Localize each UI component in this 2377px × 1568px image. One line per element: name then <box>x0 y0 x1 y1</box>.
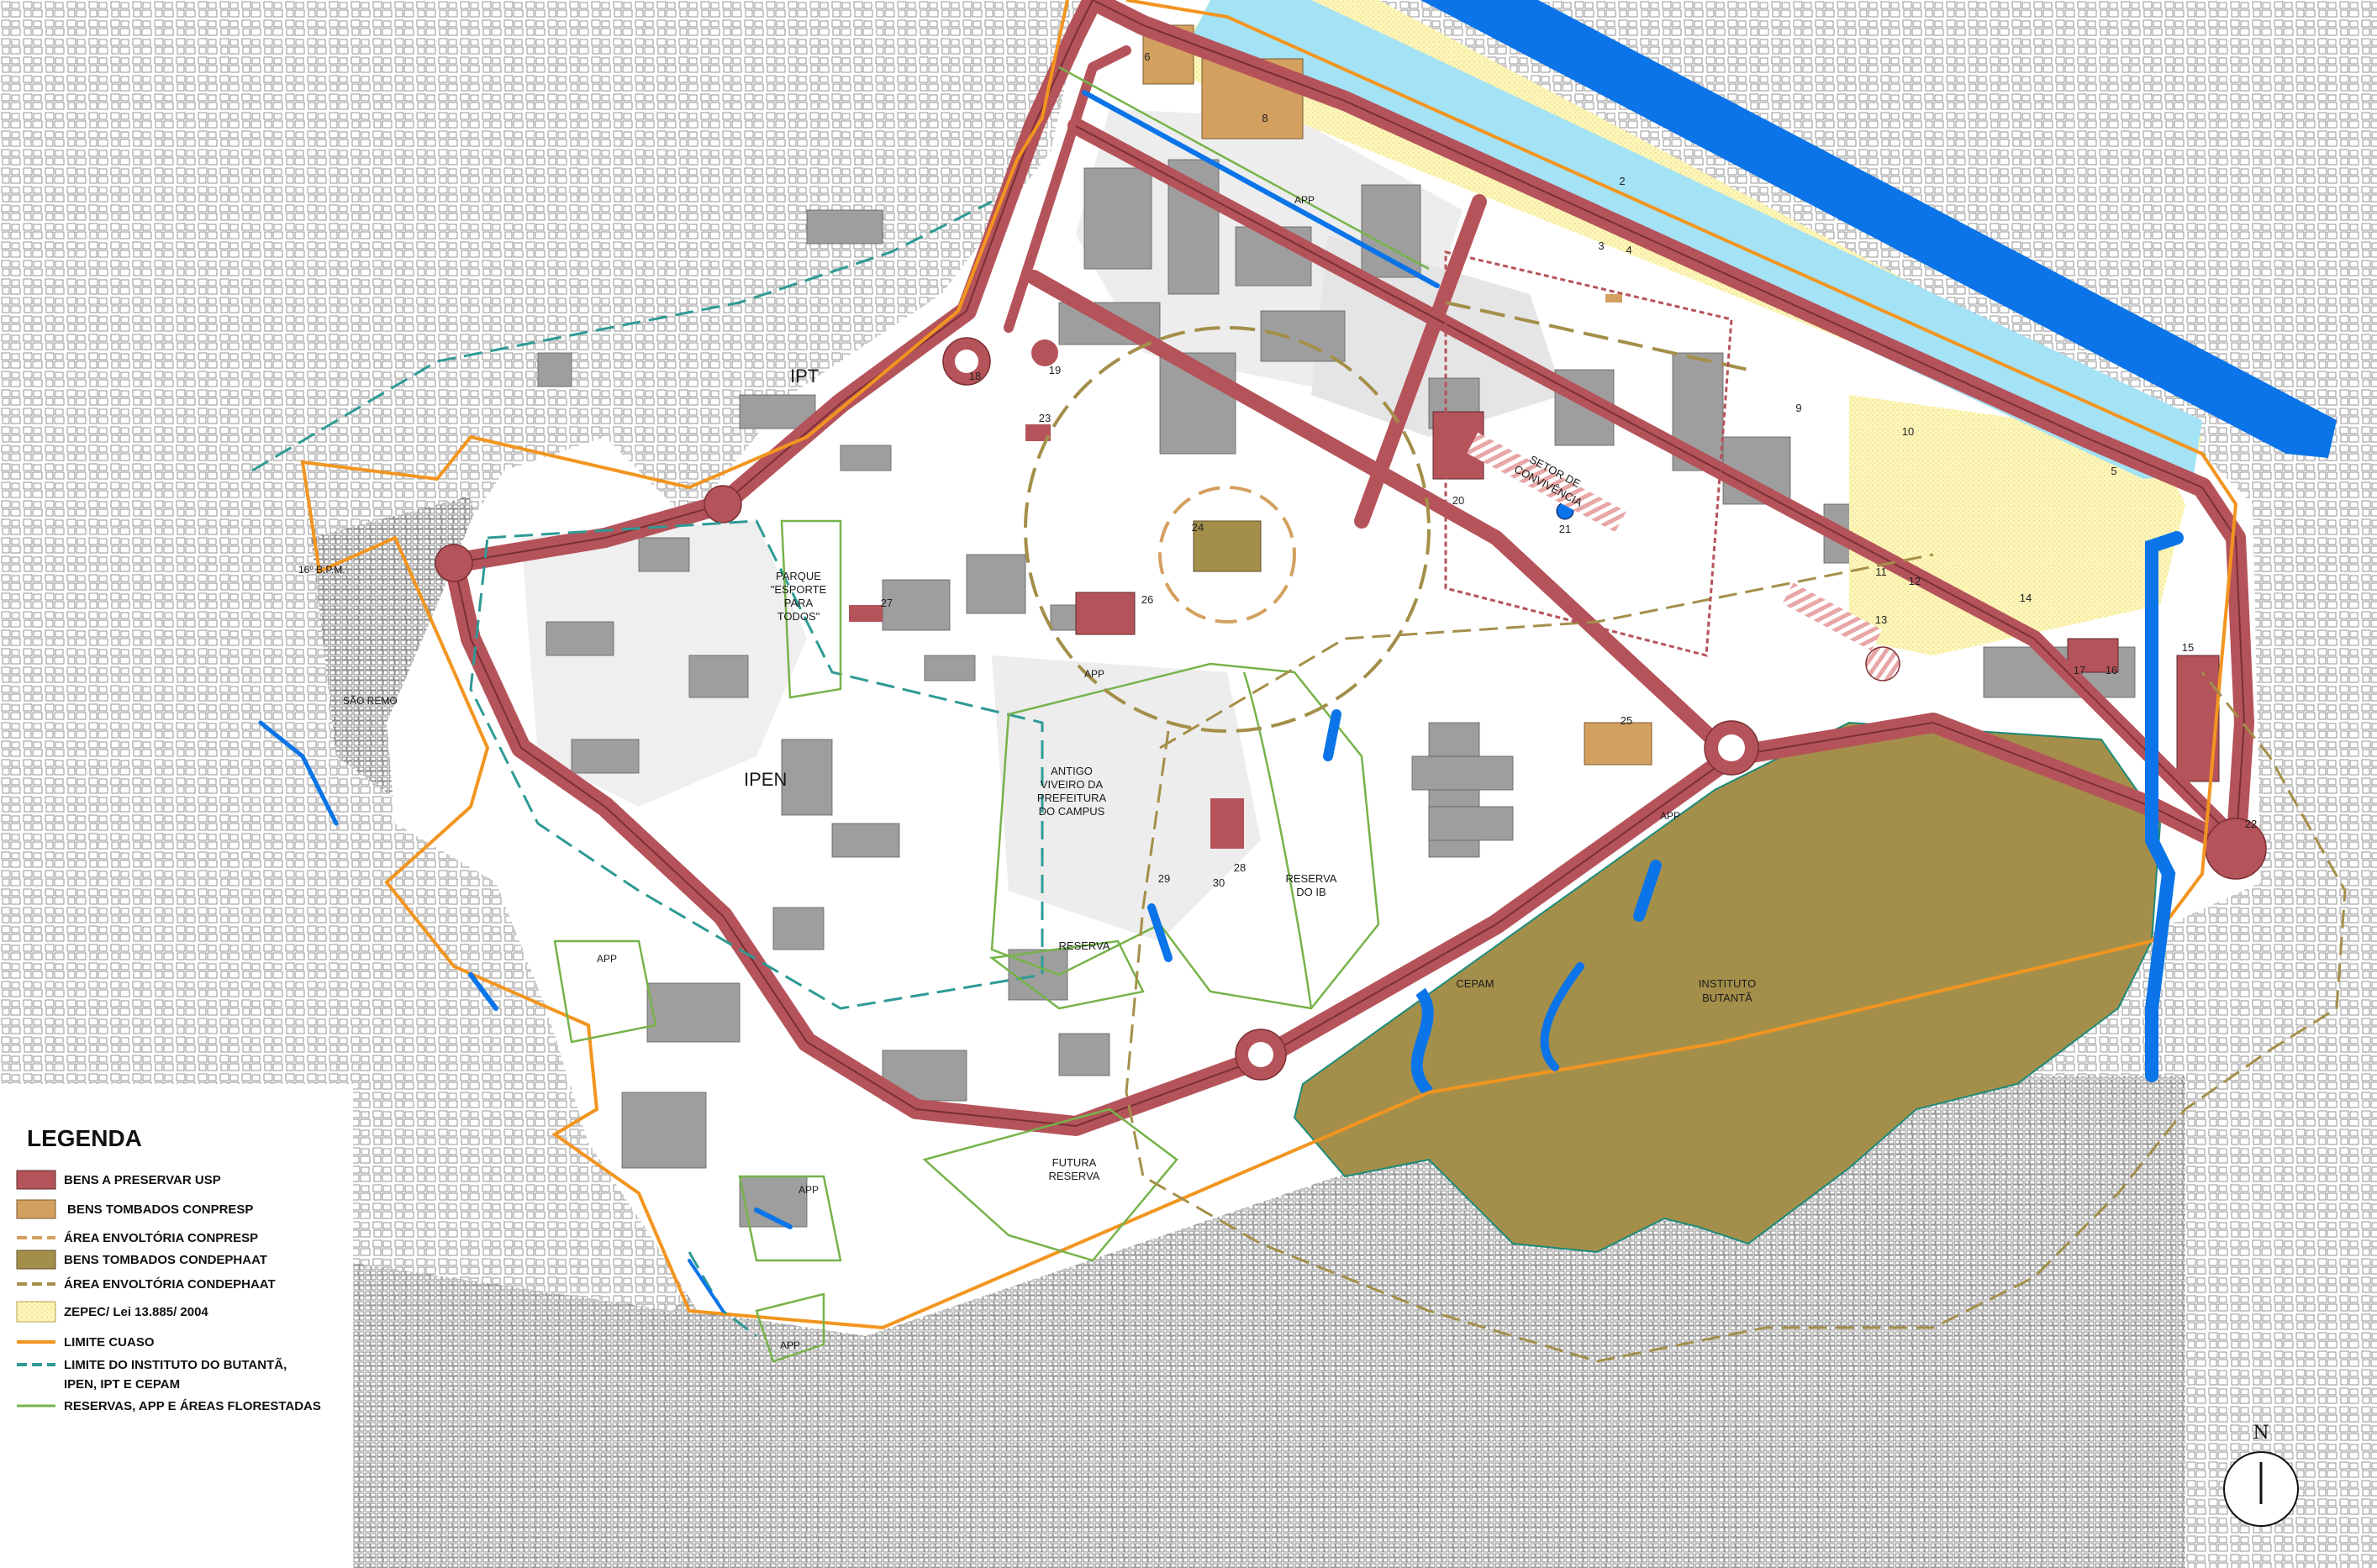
site-8: 8 <box>1262 112 1268 124</box>
legend-item-usp: BENS A PRESERVAR USP <box>64 1173 221 1187</box>
legend-item-condephaat: BENS TOMBADOS CONDEPHAAT <box>64 1253 267 1267</box>
area-envoltoria-conpresp <box>1158 486 1296 624</box>
legend-item-envoltoria-conpresp: ÁREA ENVOLTÓRIA CONPRESP <box>64 1230 258 1245</box>
site-12: 12 <box>1909 575 1921 587</box>
site-16: 16 <box>2106 664 2117 676</box>
legend-item-conpresp: BENS TOMBADOS CONPRESP <box>67 1202 253 1217</box>
viveiro-label-1: ANTIGO <box>1051 765 1093 777</box>
app-label-2: APP <box>1084 668 1104 680</box>
site-23: 23 <box>1039 412 1051 424</box>
parque-label-2: "ESPORTE <box>771 583 827 596</box>
site-15: 15 <box>2182 641 2194 654</box>
place-labels: IPT IPEN 16º B.P.M. SÃO REMO PARQUE "ESP… <box>298 194 1680 1351</box>
futura-reserva-label-2: RESERVA <box>1049 1170 1100 1182</box>
viveiro-label-2: VIVEIRO DA <box>1041 778 1104 791</box>
app-label-6: APP <box>1660 810 1680 822</box>
instituto-butanta-label-1: INSTITUTO <box>1699 977 1756 990</box>
site-22: 22 <box>2245 818 2257 830</box>
site-21: 21 <box>1559 523 1571 535</box>
site-28: 28 <box>1234 861 1246 874</box>
area-envoltoria-condephaat-long <box>1125 553 2347 1363</box>
site-25: 25 <box>1621 714 1632 727</box>
roundabout-islands <box>955 350 1745 1067</box>
legend-title: LEGENDA <box>27 1125 142 1151</box>
site-14: 14 <box>2020 592 2032 604</box>
reserva-ib-label-2: DO IB <box>1296 886 1326 898</box>
bpm-label: 16º B.P.M. <box>298 564 345 576</box>
site-2: 2 <box>1619 175 1625 187</box>
futura-reserva-label-1: FUTURA <box>1052 1156 1097 1169</box>
legend: LEGENDA BENS A PRESERVAR USP BENS TOMBAD… <box>0 1084 353 1568</box>
legend-item-institutos-2: IPEN, IPT E CEPAM <box>64 1377 180 1392</box>
reserva-label: RESERVA <box>1059 939 1110 952</box>
campus-buildings <box>537 159 2136 1228</box>
site-19: 19 <box>1049 364 1061 376</box>
legend-swatch-zepec <box>16 1301 56 1323</box>
water-features <box>258 90 2184 1313</box>
legend-swatch-usp <box>16 1170 56 1190</box>
site-29: 29 <box>1158 872 1170 885</box>
cepam-label: CEPAM <box>1456 977 1494 990</box>
road-center-lines <box>452 0 2246 1128</box>
site-11: 11 <box>1875 566 1887 578</box>
legend-item-cuaso: LIMITE CUASO <box>64 1335 155 1350</box>
site-9: 9 <box>1795 402 1801 414</box>
viveiro-label-4: DO CAMPUS <box>1039 805 1105 818</box>
legend-swatch-conpresp <box>16 1199 56 1219</box>
ipt-label: IPT <box>790 366 819 387</box>
app-label-4: APP <box>798 1184 819 1196</box>
roundabouts <box>435 337 2267 1081</box>
legend-swatch-condephaat <box>16 1250 56 1270</box>
site-6: 6 <box>1144 50 1150 63</box>
site-30: 30 <box>1213 876 1225 889</box>
site-13: 13 <box>1875 613 1887 626</box>
area-envoltoria-condephaat <box>1024 301 1749 733</box>
app-label-1: APP <box>1294 194 1315 206</box>
north-label: N <box>2253 1423 2269 1444</box>
site-numbers: 2 3 4 5 6 8 9 10 11 12 13 14 15 16 17 18… <box>881 50 2257 889</box>
reserva-ib-label-1: RESERVA <box>1286 872 1337 885</box>
site-20: 20 <box>1452 494 1464 507</box>
app-label-3: APP <box>597 953 617 965</box>
viveiro-label-3: PREFEITURA <box>1037 792 1107 804</box>
parque-label-4: TODOS" <box>777 610 820 623</box>
app-label-5: APP <box>780 1339 800 1351</box>
setor-convivencia-outline <box>1444 250 1733 657</box>
site-4: 4 <box>1626 244 1631 256</box>
site-3: 3 <box>1598 239 1604 252</box>
instituto-butanta-label-2: BUTANTÃ <box>1702 992 1752 1004</box>
parque-label-3: PARA <box>784 597 814 609</box>
legend-item-reservas: RESERVAS, APP E ÁREAS FLORESTADAS <box>64 1399 321 1413</box>
site-17: 17 <box>2074 664 2085 676</box>
legend-item-envoltoria-condephaat: ÁREA ENVOLTÓRIA CONDEPHAAT <box>64 1276 276 1292</box>
site-24: 24 <box>1192 521 1204 534</box>
instituto-butanta-area: INSTITUTO BUTANTÃ <box>1293 721 2162 1254</box>
site-26: 26 <box>1141 593 1153 606</box>
site-18: 18 <box>969 370 981 382</box>
sao-remo-label: SÃO REMO <box>343 695 398 707</box>
north-arrow: N <box>2223 1423 2299 1527</box>
site-5: 5 <box>2111 465 2116 477</box>
reservas-app <box>553 66 1430 1363</box>
ipen-label: IPEN <box>744 769 787 790</box>
site-10: 10 <box>1902 425 1914 438</box>
site-27: 27 <box>881 597 893 609</box>
legend-item-institutos-1: LIMITE DO INSTITUTO DO BUTANTÃ, <box>64 1357 287 1372</box>
legend-item-zepec: ZEPEC/ Lei 13.885/ 2004 <box>64 1305 208 1319</box>
parque-label-1: PARQUE <box>776 570 821 582</box>
